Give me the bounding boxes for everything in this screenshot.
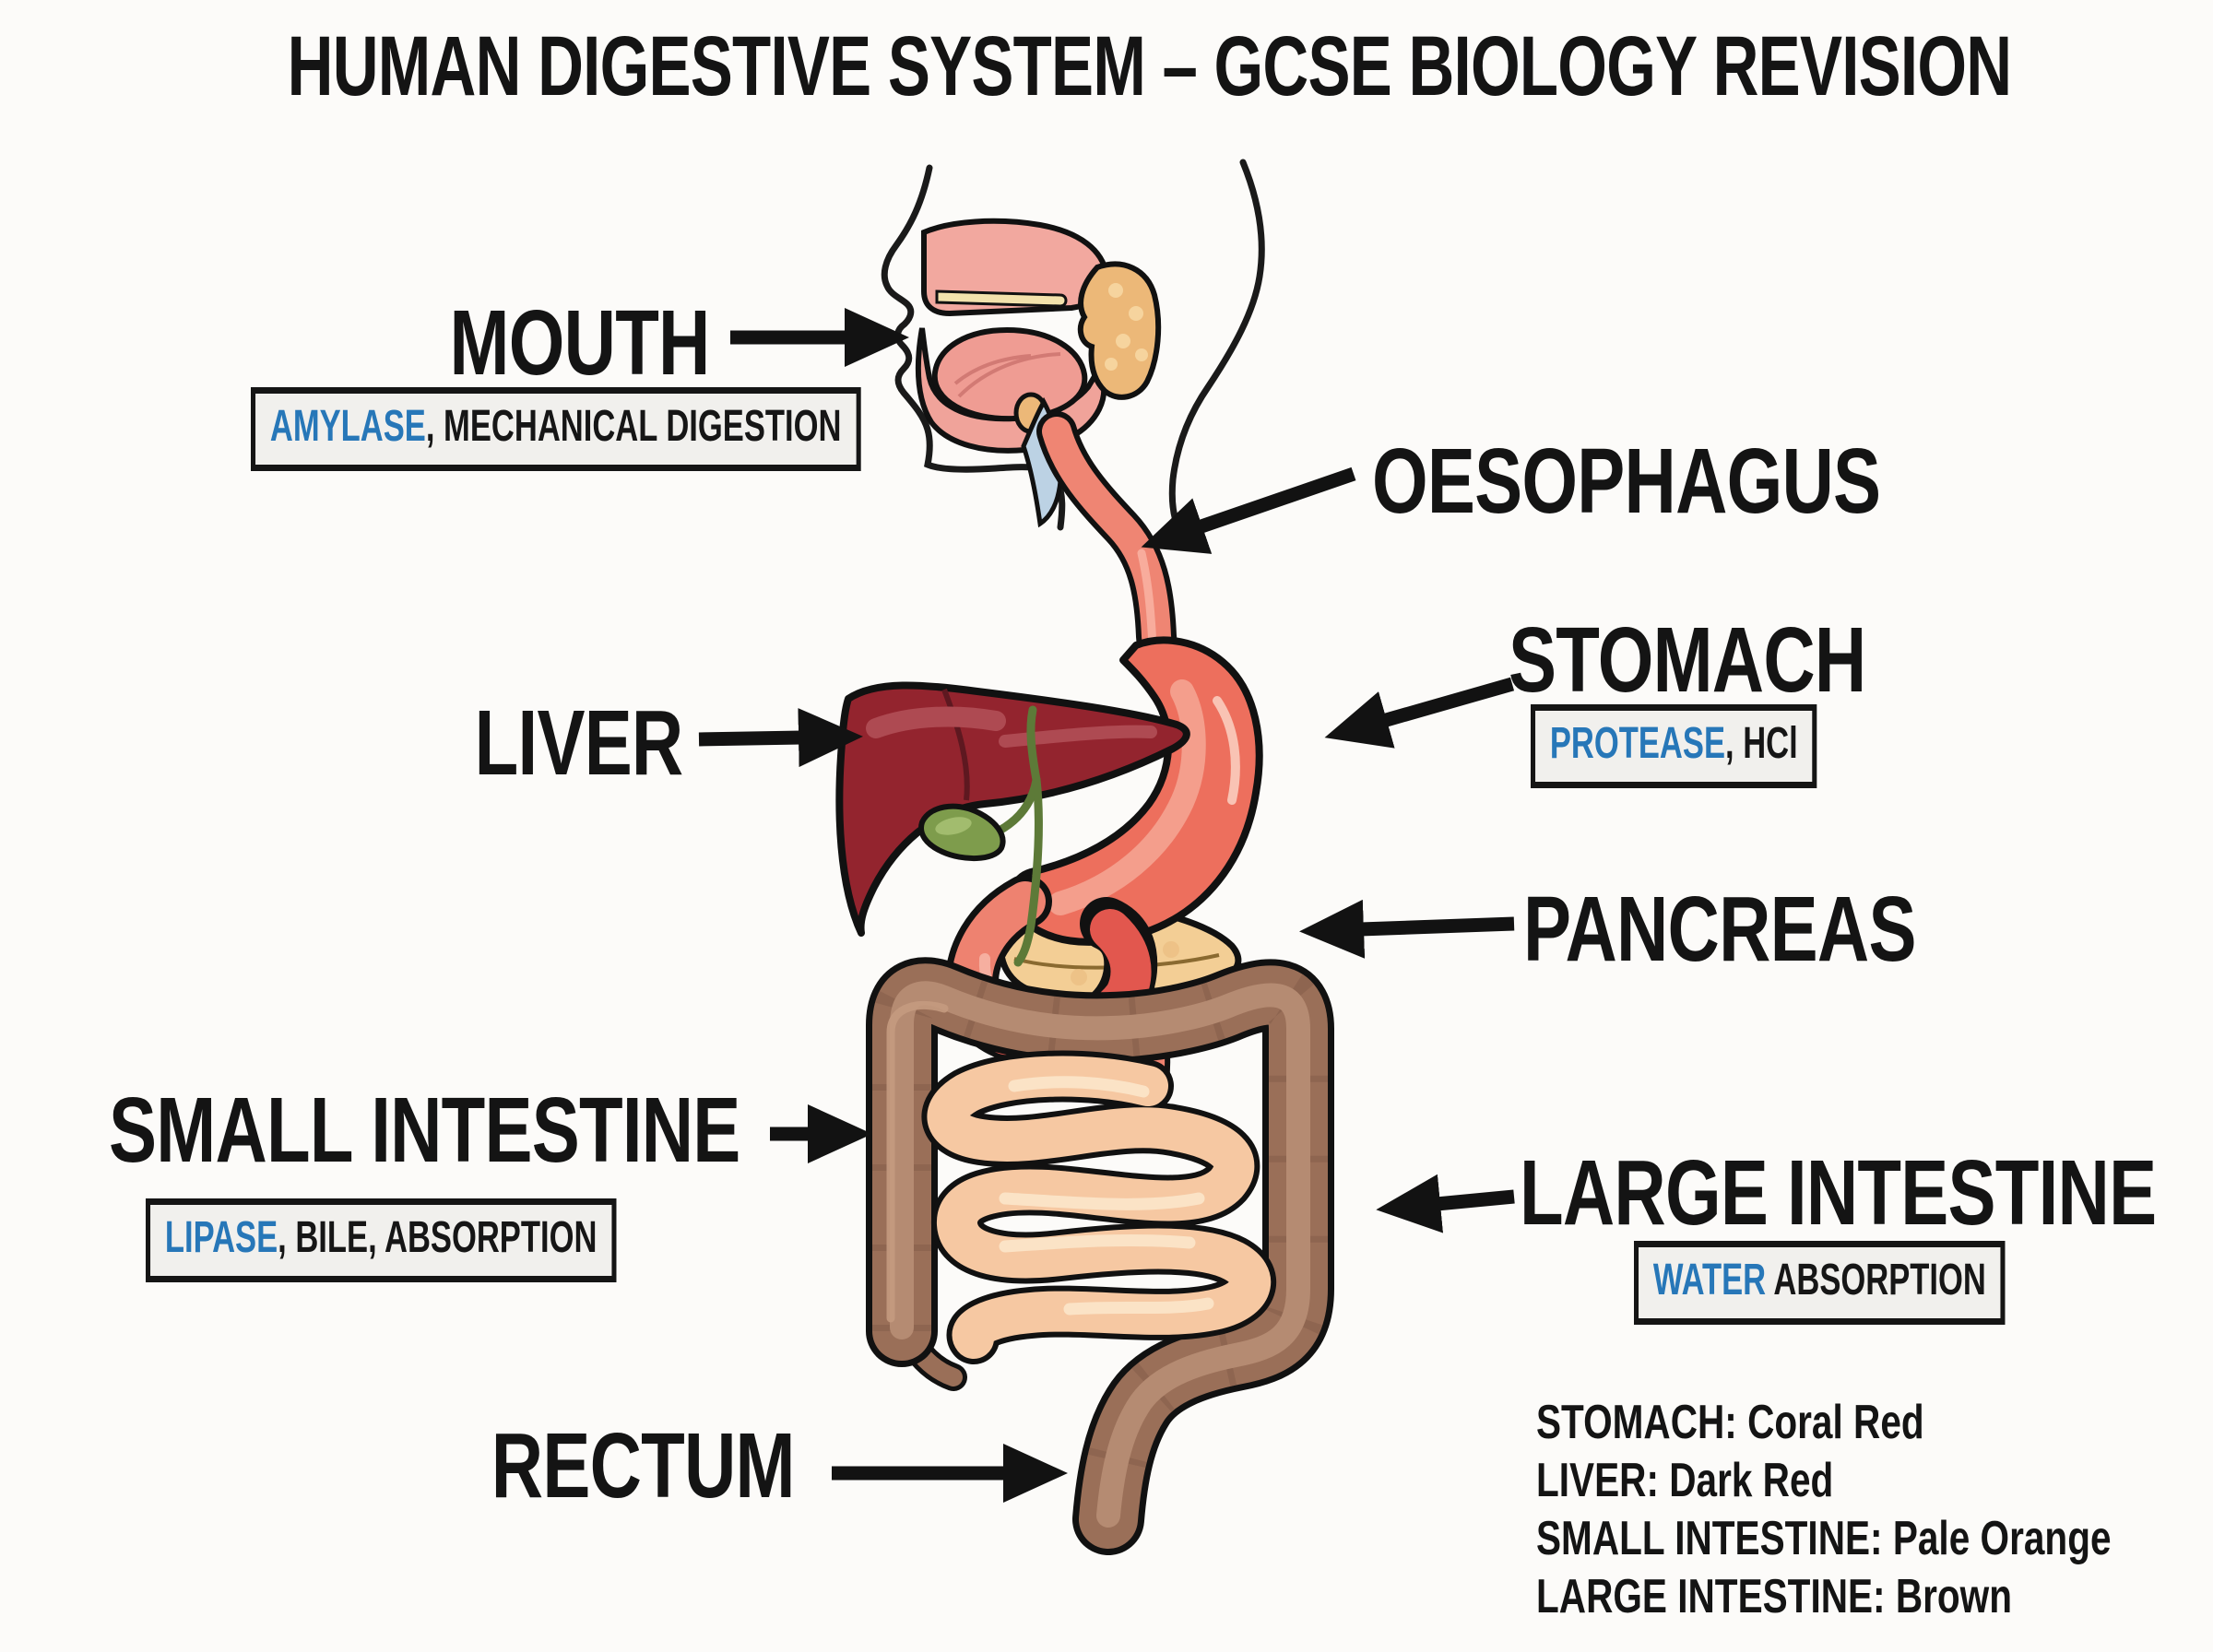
mouth-annotation-box: AMYLASE, MECHANICAL DIGESTION (251, 387, 861, 471)
legend-liver: LIVER: Dark Red (1536, 1454, 1834, 1507)
rectum-label: RECTUM (491, 1414, 796, 1517)
large-intestine-label: LARGE INTESTINE (1520, 1141, 2157, 1245)
pointer-arrows (698, 308, 1515, 1503)
small-intestine-organ (921, 1050, 1276, 1364)
face-profile-line (881, 164, 1066, 531)
large-intestine-annotation-box: WATER ABSORPTION (1634, 1241, 2006, 1325)
tongue-lines (953, 352, 1061, 398)
large-intestine-organ (866, 957, 1334, 1555)
liver-label: LIVER (474, 691, 683, 795)
salivary-gland-texture (1105, 283, 1148, 371)
liver-arrow (698, 708, 863, 768)
gallbladder-organ (918, 705, 1043, 967)
pancreas-label: PANCREAS (1523, 878, 1916, 981)
large-intestine-function: WATER (1652, 1256, 1767, 1304)
mouth-cross-section (915, 218, 1162, 528)
back-of-head-line (1168, 159, 1265, 527)
legend-stomach: STOMACH: Coral Red (1536, 1396, 1924, 1449)
oesophagus-label: OESOPHAGUS (1372, 430, 1881, 533)
stomach-enzyme: PROTEASE (1549, 719, 1725, 768)
legend-small-intestine: SMALL INTESTINE: Pale Orange (1536, 1512, 2112, 1565)
pancreas-arrow (1299, 899, 1515, 959)
small-intestine-enzyme: LIPASE (164, 1213, 278, 1262)
stomach-arrow (1324, 677, 1515, 749)
small-intestine-annotation-box: LIPASE, BILE, ABSORPTION (146, 1198, 617, 1282)
page-title: HUMAN DIGESTIVE SYSTEM – GCSE BIOLOGY RE… (287, 19, 2012, 113)
tongue (931, 326, 1088, 422)
oesophagus-arrow (1141, 466, 1356, 554)
oesophagus-organ (1036, 411, 1178, 677)
large-intestine-arrow (1376, 1174, 1515, 1233)
head-outline (881, 159, 1265, 531)
liver-organ (835, 681, 1190, 937)
mouth-enzyme: AMYLASE (269, 402, 426, 451)
small-intestine-label: SMALL INTESTINE (109, 1079, 740, 1182)
stomach-label: STOMACH (1509, 608, 1866, 712)
color-legend: STOMACH: Coral Red LIVER: Dark Red SMALL… (1536, 1394, 2213, 1626)
mouth-label: MOUTH (449, 291, 711, 395)
legend-large-intestine: LARGE INTESTINE: Brown (1536, 1570, 2013, 1623)
hard-palate (935, 289, 1068, 308)
salivary-gland (1077, 261, 1162, 400)
stomach-annotation-box: PROTEASE, HCl (1531, 704, 1817, 788)
